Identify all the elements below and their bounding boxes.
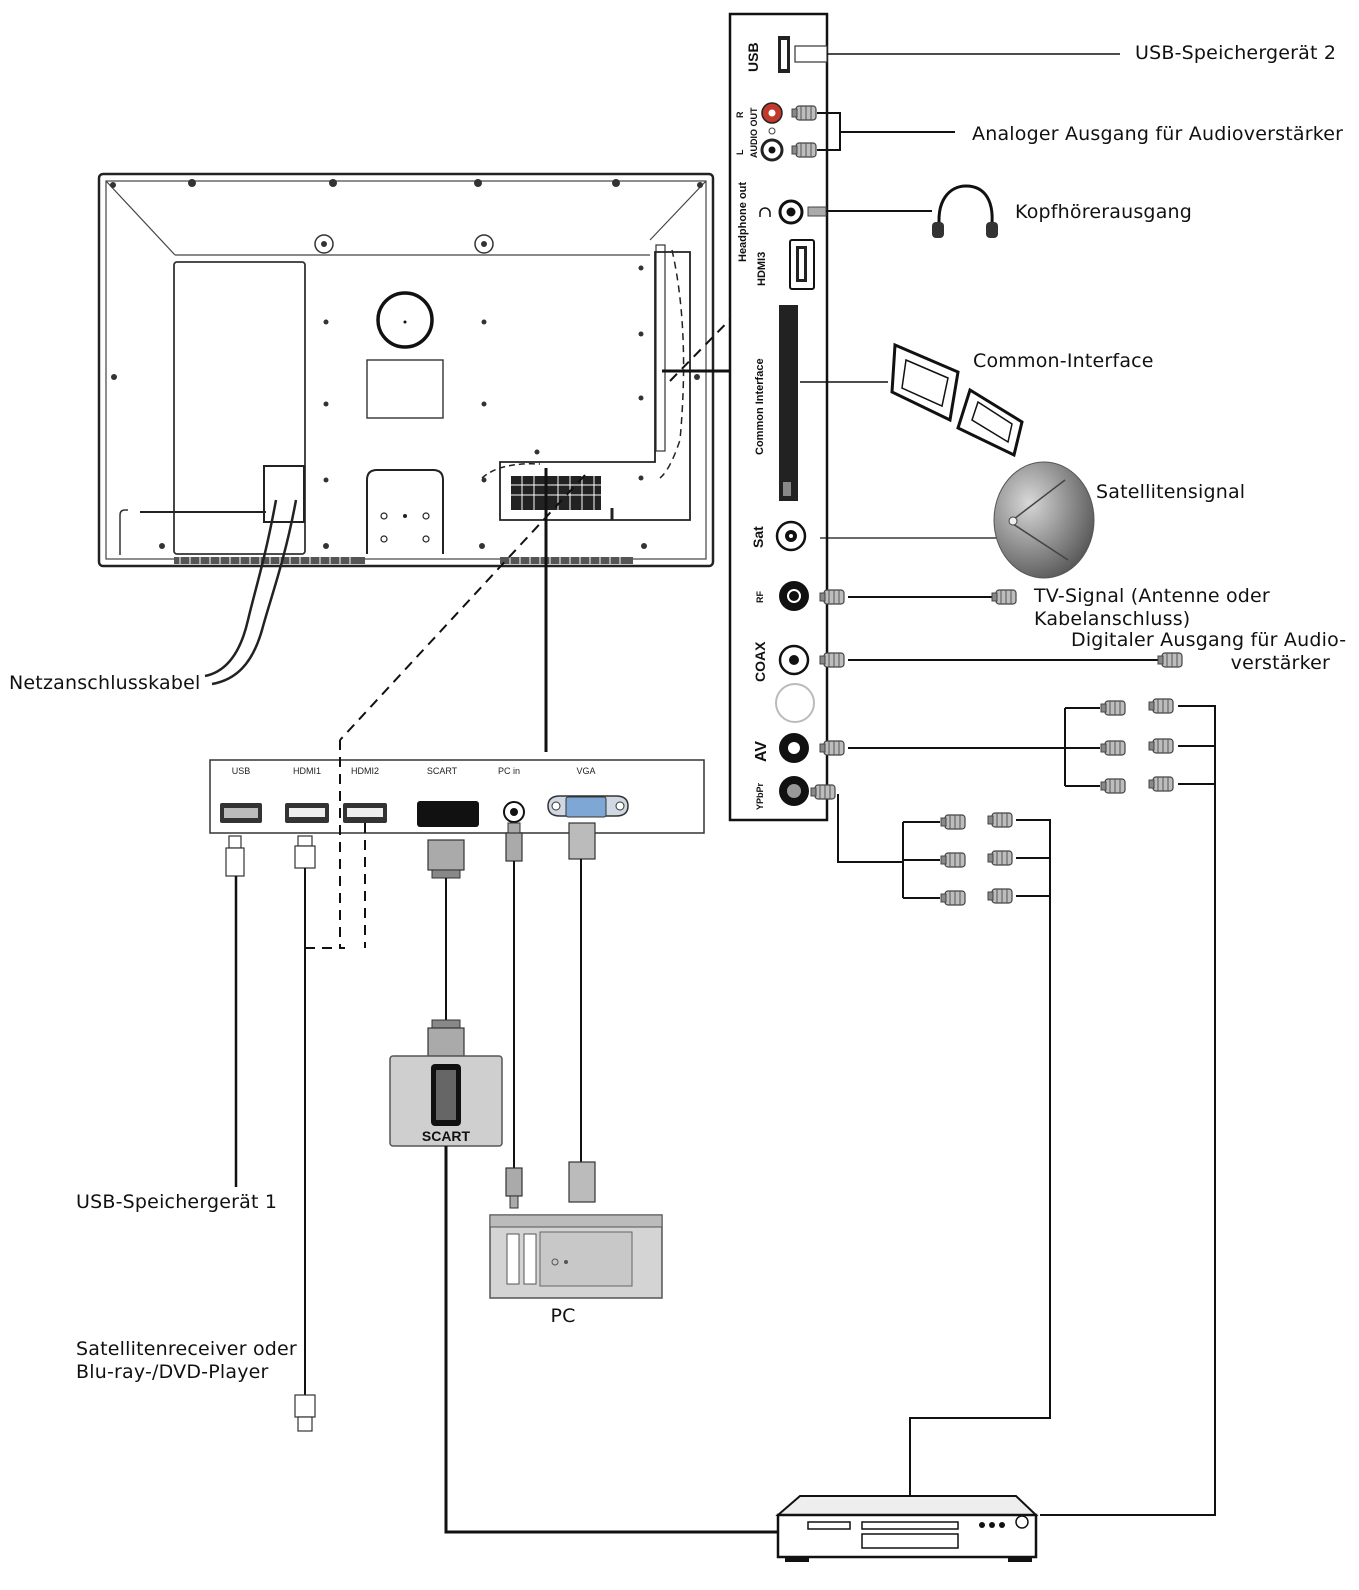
label-receiver-1: Satellitenreceiver oder xyxy=(76,1338,297,1360)
side-label-common-interface: Common Interface xyxy=(754,358,766,455)
rca-plug-icon xyxy=(791,105,817,121)
side-label-ypbpr: YPbPr xyxy=(755,782,765,810)
rca-plug-icon xyxy=(940,852,966,868)
hdmi-plug-icon xyxy=(294,1394,316,1418)
rca-plug-icon xyxy=(1100,778,1126,794)
scart-device-label: SCART xyxy=(422,1128,471,1144)
side-label-headphone-out: Headphone out xyxy=(737,182,749,262)
bottom-label-hdmi1: HDMI1 xyxy=(293,766,321,776)
vga-plug-icon xyxy=(568,822,596,860)
rca-plug-icon xyxy=(819,652,845,668)
headphones-icon xyxy=(932,184,998,238)
side-label-usb: USB xyxy=(745,42,761,72)
usb-plug-icon xyxy=(794,45,828,63)
side-label-rf: RF xyxy=(755,591,765,603)
side-label-audio-out: AUDIO OUT xyxy=(749,107,759,158)
label-power-cable: Netzanschlusskabel xyxy=(9,672,200,694)
tv-back xyxy=(97,172,715,568)
pc-label: PC xyxy=(550,1305,575,1327)
hdmi-plug-icon xyxy=(297,835,313,847)
bottom-panel xyxy=(209,759,705,834)
label-common-interface: Common-Interface xyxy=(973,350,1154,372)
rca-plug-icon xyxy=(819,740,845,756)
side-label-av: AV xyxy=(753,741,770,762)
bottom-label-scart: SCART xyxy=(427,766,458,776)
side-label-hdmi3: HDMI3 xyxy=(756,252,768,286)
side-label-l: L xyxy=(735,149,745,155)
label-digital-audio-1: Digitaler Ausgang für Audio- xyxy=(1071,629,1346,651)
rca-plug-icon xyxy=(987,850,1013,866)
bottom-label-vga: VGA xyxy=(576,766,595,776)
rca-plug-icon xyxy=(940,890,966,906)
scart-adapter-icon xyxy=(389,1055,503,1147)
coax-plug-icon xyxy=(991,589,1017,605)
label-usb1: USB-Speichergerät 1 xyxy=(76,1191,277,1213)
ci-module-icon xyxy=(890,342,1024,458)
side-panel xyxy=(728,12,829,822)
scart-plug-icon xyxy=(427,1019,465,1057)
rca-plug-icon xyxy=(1100,740,1126,756)
vga-plug-icon xyxy=(568,1161,596,1203)
rca-plug-icon xyxy=(1148,738,1174,754)
rca-plug-icon xyxy=(1148,698,1174,714)
satellite-dish-icon xyxy=(993,461,1095,579)
rca-plug-icon xyxy=(1157,652,1183,668)
rca-plug-icon xyxy=(1100,700,1126,716)
usb-plug-icon xyxy=(228,835,242,849)
coax-plug-icon xyxy=(819,589,845,605)
label-digital-audio-2: verstärker xyxy=(1231,652,1330,674)
rca-plug-icon xyxy=(791,142,817,158)
side-label-r: R xyxy=(735,111,745,118)
bottom-label-pc-in: PC in xyxy=(498,766,520,776)
jack-plug-icon xyxy=(507,822,521,834)
label-tv-signal-2: Kabelanschluss) xyxy=(1034,608,1190,630)
label-headphone: Kopfhörerausgang xyxy=(1015,201,1192,223)
label-tv-signal-1: TV-Signal (Antenne oder xyxy=(1033,585,1270,607)
bottom-label-usb: USB xyxy=(232,766,251,776)
side-label-coax: COAX xyxy=(752,641,768,682)
scart-plug-icon xyxy=(427,839,465,879)
rca-plug-icon xyxy=(987,888,1013,904)
label-analog-audio: Analoger Ausgang für Audioverstärker xyxy=(972,123,1343,145)
headphone-symbol-icon xyxy=(759,207,771,217)
label-satellite: Satellitensignal xyxy=(1096,481,1245,503)
rca-plug-icon xyxy=(987,812,1013,828)
dvd-player-icon xyxy=(775,1495,1039,1562)
jack-plug-icon xyxy=(807,206,827,217)
pc-icon xyxy=(489,1214,663,1299)
rca-plug-icon xyxy=(810,784,836,800)
label-receiver-2: Blu-ray-/DVD-Player xyxy=(76,1361,269,1383)
label-usb2: USB-Speichergerät 2 xyxy=(1135,42,1336,64)
bottom-label-hdmi2: HDMI2 xyxy=(351,766,379,776)
power-cable xyxy=(204,499,298,686)
rca-plug-icon xyxy=(940,814,966,830)
side-label-sat: Sat xyxy=(750,526,766,548)
jack-plug-icon xyxy=(505,1167,523,1197)
rca-plug-icon xyxy=(1148,776,1174,792)
